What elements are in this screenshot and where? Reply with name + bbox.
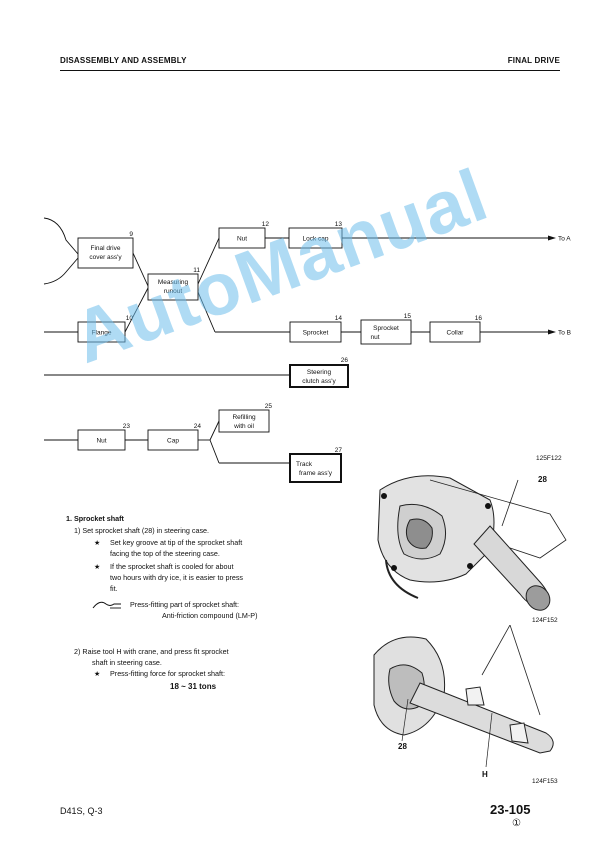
- num-15: 15: [404, 313, 412, 320]
- note-1-line-2: facing the top of the steering case.: [110, 549, 220, 558]
- figure-sprocket-shaft-in-case: 28 124F152: [377, 475, 567, 624]
- section-title: 1. Sprocket shaft: [66, 514, 124, 523]
- num-24: 24: [194, 423, 202, 430]
- box-measuring-1: Measuring: [158, 279, 189, 286]
- label-to-b: To B: [558, 330, 571, 337]
- box-collar: Collar: [447, 330, 465, 337]
- arrow-to-a: [548, 235, 556, 241]
- box-sprocket-nut-1: Sprocket: [373, 325, 399, 332]
- box-refilling-2: with oil: [233, 423, 254, 430]
- box-cap: Cap: [167, 438, 179, 445]
- note-2-line-1: If the sprocket shaft is cooled for abou…: [110, 562, 234, 571]
- num-12: 12: [262, 221, 270, 228]
- note-1-star: ★: [94, 538, 101, 547]
- box-sprocket-nut-2: nut: [370, 334, 379, 341]
- box-final-drive-1: Final drive: [91, 245, 121, 252]
- num-11: 11: [193, 267, 200, 274]
- figure-top-part-number: 28: [538, 475, 547, 484]
- num-26: 26: [341, 357, 349, 364]
- header-section-title: DISASSEMBLY AND ASSEMBLY: [60, 56, 187, 65]
- box-nut-top: Nut: [237, 236, 247, 243]
- figure-bottom-tool-label: H: [482, 770, 488, 779]
- box-track-1: Track: [296, 461, 313, 468]
- header-chapter-title: FINAL DRIVE: [507, 56, 560, 65]
- num-13: 13: [335, 221, 343, 228]
- label-to-a: To A: [558, 236, 571, 243]
- figure-top-code: 124F152: [532, 617, 558, 624]
- lube-label: Press-fitting part of sprocket shaft:: [130, 600, 240, 609]
- box-final-drive-2: cover ass'y: [89, 254, 122, 261]
- step-1: 1) Set sprocket shaft (28) in steering c…: [74, 526, 210, 535]
- note-2-line-2: two hours with dry ice, it is easier to …: [110, 573, 244, 582]
- box-measuring-2: runout: [164, 288, 183, 295]
- header-rule: [60, 70, 560, 71]
- box-sprocket: Sprocket: [303, 330, 329, 337]
- box-track-2: frame ass'y: [299, 470, 333, 477]
- step-2-line-2: shaft in steering case.: [92, 658, 162, 667]
- revision-mark: ①: [512, 818, 521, 829]
- figure-bottom-part-number: 28: [398, 742, 407, 751]
- step-2-line-1: 2) Raise tool H with crane, and press fi…: [74, 647, 229, 656]
- box-steering-2: clutch ass'y: [302, 378, 336, 385]
- note-2-line-3: fit.: [110, 584, 118, 593]
- num-27: 27: [335, 447, 343, 454]
- box-refilling-1: Refilling: [232, 414, 256, 421]
- figure-bottom-code: 124F153: [532, 778, 558, 785]
- num-14: 14: [335, 315, 343, 322]
- box-nut-bottom: Nut: [96, 438, 106, 445]
- page-number: 23-105: [490, 802, 531, 817]
- note-1-line-1: Set key groove at tip of the sprocket sh…: [110, 538, 243, 547]
- footer-model: D41S, Q-3: [60, 806, 103, 816]
- num-25: 25: [265, 403, 273, 410]
- note-2-star: ★: [94, 562, 101, 571]
- box-flange: Flange: [92, 330, 112, 337]
- box-lock-cap: Lock cap: [302, 236, 328, 243]
- num-9: 9: [129, 231, 133, 238]
- num-16: 16: [475, 315, 483, 322]
- num-23: 23: [123, 423, 131, 430]
- figure-press-fit-with-tool-h: 28 H 124F153: [373, 625, 558, 785]
- note-3-text: Press-fitting force for sprocket shaft:: [110, 669, 226, 678]
- diagram-code: 125F122: [536, 455, 562, 462]
- note-3-star: ★: [94, 669, 101, 678]
- lube-value: Anti-friction compound (LM-P): [162, 611, 258, 620]
- num-10: 10: [126, 315, 134, 322]
- arrow-to-b: [548, 329, 556, 335]
- lubricant-icon: [92, 601, 121, 609]
- box-steering-1: Steering: [307, 369, 332, 376]
- press-fit-force: 18 ~ 31 tons: [170, 682, 217, 691]
